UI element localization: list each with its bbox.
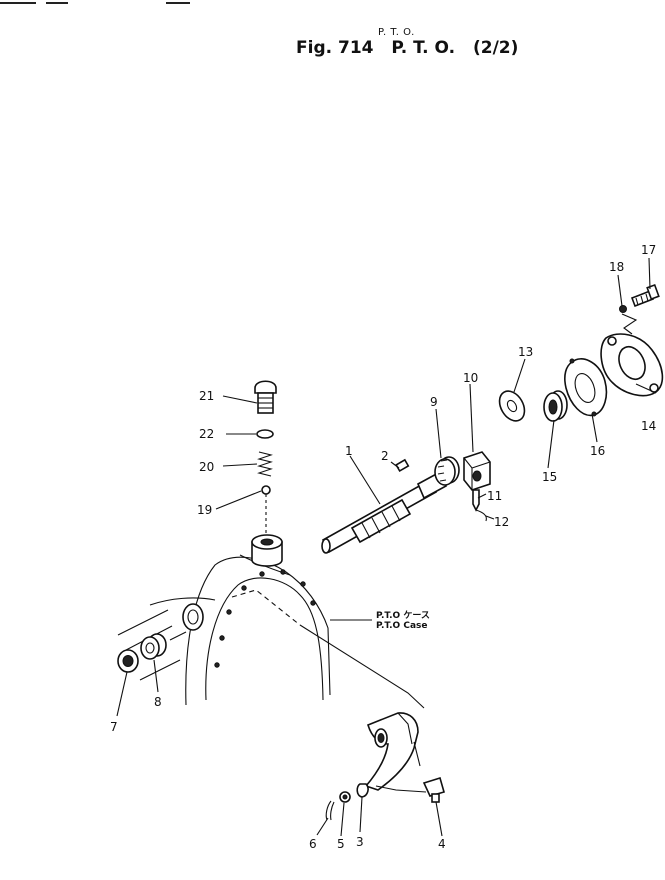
callout-9: 9 xyxy=(430,395,438,409)
oil-seal xyxy=(117,649,139,673)
callout-15: 15 xyxy=(542,470,557,484)
callout-21: 21 xyxy=(199,389,214,403)
case-label-jp: P.T.O ケース xyxy=(376,610,430,621)
callout-12: 12 xyxy=(494,515,509,529)
fork-bolt xyxy=(422,776,445,803)
figure-sheet: (2/2) xyxy=(472,38,519,58)
fork-nut-hole xyxy=(342,794,348,800)
leader-lines xyxy=(116,257,657,837)
ball-bearing xyxy=(543,390,568,422)
callout-20: 20 xyxy=(199,460,214,474)
callout-13: 13 xyxy=(518,345,533,359)
cotter-pin xyxy=(325,800,335,821)
key xyxy=(395,458,410,473)
pin xyxy=(472,489,480,512)
callout-1: 1 xyxy=(345,444,353,458)
figure-subtitle: P. T. O. xyxy=(378,27,415,38)
needle-bearing xyxy=(434,456,460,486)
callout-17: 17 xyxy=(641,243,656,257)
figure-number: Fig. 714 xyxy=(296,38,374,58)
gasket xyxy=(564,358,608,417)
header-rule-3 xyxy=(166,2,190,4)
detent-ball xyxy=(261,485,271,495)
bearing-cover xyxy=(600,333,664,397)
retaining-clip xyxy=(475,509,487,522)
o-ring xyxy=(256,429,274,439)
case-label-en: P.T.O Case xyxy=(376,621,427,631)
callout-2: 2 xyxy=(381,449,389,463)
callout-18: 18 xyxy=(609,260,624,274)
callout-numbers: 1 2 3 4 5 6 7 8 9 10 11 12 13 14 15 16 1… xyxy=(110,243,656,851)
detent-spring xyxy=(257,451,273,477)
callout-4: 4 xyxy=(438,837,446,851)
callout-19: 19 xyxy=(197,503,212,517)
callout-16: 16 xyxy=(590,444,605,458)
shift-block xyxy=(463,451,491,491)
pto-case: P.T.O ケース P.T.O Case xyxy=(117,534,430,706)
callout-7: 7 xyxy=(110,720,118,734)
figure-title: Fig. 714 P. T. O. (2/2) xyxy=(296,38,530,58)
callout-5: 5 xyxy=(337,837,345,851)
callout-11: 11 xyxy=(487,489,502,503)
pto-shaft xyxy=(321,470,448,554)
lock-washer xyxy=(619,305,627,313)
header-rule-1 xyxy=(0,2,36,4)
figure-name: P. T. O. xyxy=(391,38,456,58)
shift-fork xyxy=(356,712,421,798)
header-rule-2 xyxy=(46,2,68,4)
callout-6: 6 xyxy=(309,837,317,851)
callout-8: 8 xyxy=(154,695,162,709)
detent-plug xyxy=(254,380,277,414)
cover-bolt xyxy=(630,283,660,308)
thrust-washer xyxy=(498,390,526,422)
callout-3: 3 xyxy=(356,835,364,849)
callout-10: 10 xyxy=(463,371,478,385)
callout-14: 14 xyxy=(641,419,656,433)
callout-22: 22 xyxy=(199,427,214,441)
bushing xyxy=(140,633,167,660)
